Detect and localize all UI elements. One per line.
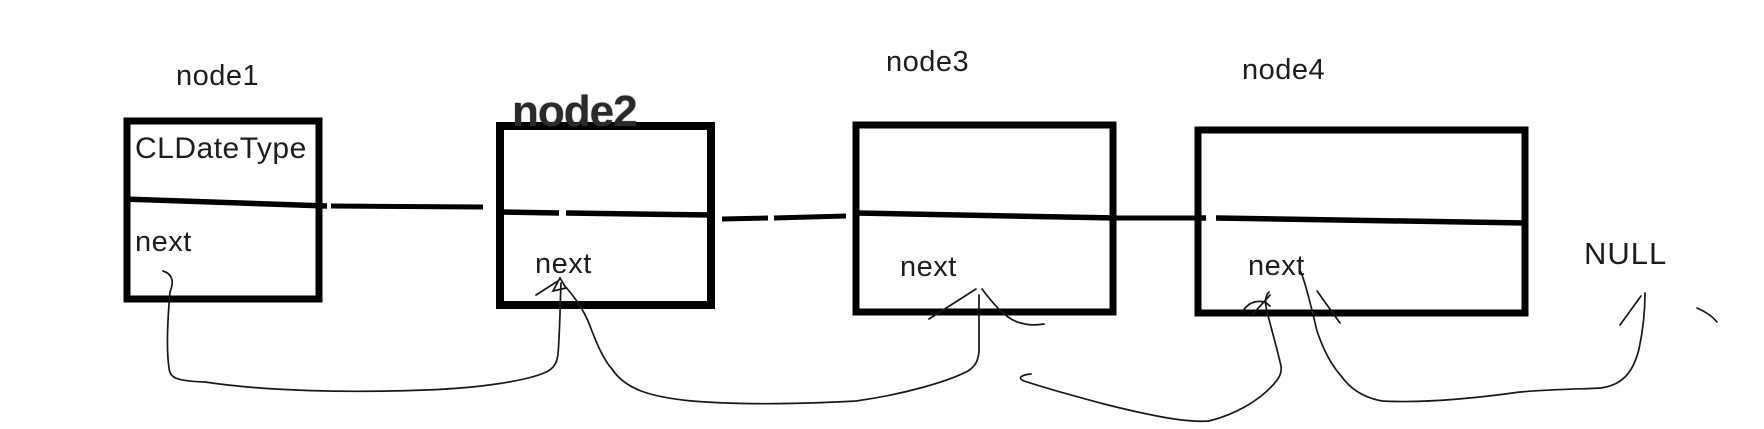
arrowhead-node2-barb — [535, 280, 559, 296]
node4-box — [1194, 126, 1529, 317]
arrowhead-node4-barb — [1252, 294, 1271, 315]
stray-hook-stroke — [1696, 307, 1718, 323]
pointer-line-node2-node3 — [721, 213, 847, 222]
node3-box — [852, 121, 1118, 316]
node2-pointer-field: next — [535, 248, 592, 280]
node2-divider — [499, 209, 712, 218]
arrowhead-node4-arc — [1242, 300, 1271, 312]
null-terminator-label: NULL — [1584, 236, 1668, 271]
arrow-start-cross-stroke — [1316, 290, 1341, 324]
pointer-line-node1-node2 — [330, 203, 484, 210]
arrowhead-node2-tip — [551, 276, 568, 293]
arrowhead-node3-barb — [928, 288, 977, 320]
node4-divider — [1198, 215, 1526, 226]
node1-box — [123, 117, 328, 303]
node4-title: node4 — [1242, 54, 1326, 86]
curved-arrow-node2-to-node3 — [563, 284, 980, 405]
node3-pointer-field: next — [900, 251, 957, 283]
arrowhead-null-barb — [1619, 295, 1642, 326]
node1-divider — [124, 196, 328, 209]
node2-title: node2 — [512, 87, 638, 136]
curved-arrow-node1-to-node2 — [162, 270, 568, 393]
node3-title: node3 — [886, 46, 970, 78]
curved-arrow-node3-to-node4 — [981, 288, 1283, 423]
curved-arrow-node4-to-null — [1300, 271, 1718, 403]
node1-pointer-field: next — [135, 226, 192, 258]
node2-box — [496, 122, 715, 309]
node1-title: node1 — [176, 60, 260, 92]
node1-type-field: CLDateType — [135, 132, 307, 165]
arrow-start-hook-node3 — [981, 288, 1045, 326]
node4-pointer-field: next — [1248, 250, 1305, 282]
node3-divider — [855, 210, 1118, 221]
